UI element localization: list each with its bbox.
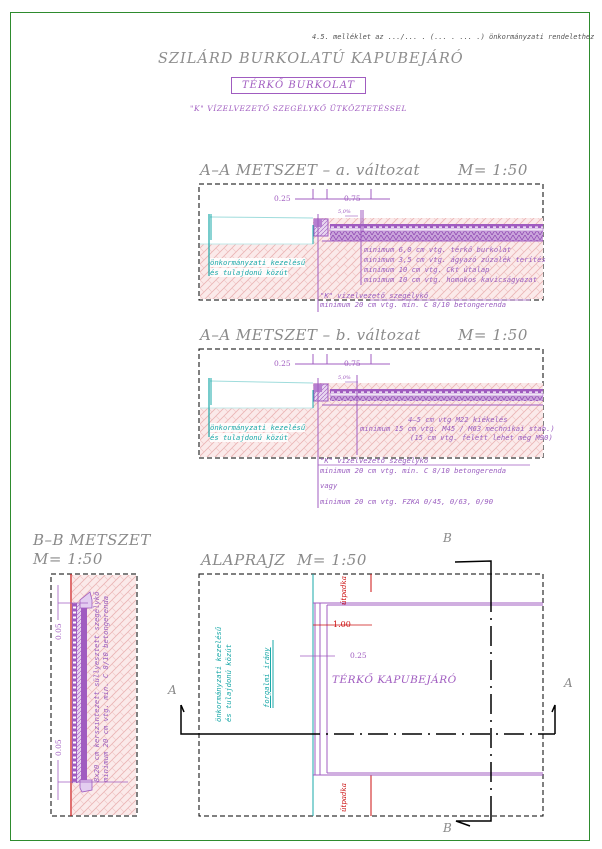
section-b-layer: (15 cm vtg. felett lehet még M90)	[410, 433, 553, 442]
plan-traffic-direction: forgalmi irány	[262, 647, 271, 708]
plan-sidewalk-top: útpadka	[340, 576, 348, 605]
section-b-road-label-1: önkormányzati kezelésű	[210, 423, 306, 432]
plan-cut-a-left: A	[168, 683, 177, 697]
section-bb-drawing	[50, 573, 138, 817]
subtitle: "K" VÍZELVEZETŐ SZEGÉLYKŐ ÜTKÖZTETÉSSEL	[190, 104, 408, 113]
section-b-layer: minimum 15 cm vtg. M45 / M63 mechnikai s…	[360, 424, 555, 433]
boxed-subtitle: TÉRKŐ BURKOLAT	[231, 77, 367, 94]
section-a-title: A–A METSZET – a. változat	[200, 161, 421, 179]
section-b-dim-right: 0.75	[344, 359, 361, 368]
annex-note: 4.5. melléklet az .../... . (... . ... .…	[312, 33, 595, 41]
plan-road-label-2: és tulajdonú közút	[224, 644, 233, 722]
section-b-slope: 5,0%	[338, 375, 351, 381]
section-a-paver-layer	[330, 224, 543, 228]
section-b-dim-left: 0.25	[274, 359, 291, 368]
section-a-road-label-2: és tulajdonú közút	[210, 268, 288, 277]
section-b-alt-base: minimum 20 cm vtg. FZKA 0/45, 0/63, 0/90	[320, 497, 494, 506]
section-bb-dim-bottom: 0.05	[54, 739, 63, 756]
section-a-layer: minimum 10 cm vtg. Ckt útalap	[364, 265, 490, 274]
section-b-road-label-2: és tulajdonú közút	[210, 433, 288, 442]
plan-sidewalk-bottom: útpadka	[340, 783, 348, 812]
plan-cut-b-top: B	[443, 531, 452, 545]
plan-cut-a-right: A	[564, 676, 573, 690]
section-a-scale: M= 1:50	[458, 161, 528, 179]
plan-drawing	[180, 560, 556, 827]
section-a-slope: 5,0%	[338, 209, 351, 215]
section-a-dim-right: 0.75	[344, 194, 361, 203]
plan-cut-b-bottom: B	[443, 821, 452, 835]
section-bb-note-1: 8x20 cm kerszintezett süllyesztett szegé…	[92, 591, 101, 782]
section-a-dim-left: 0.25	[274, 194, 291, 203]
drawing-frame	[10, 12, 590, 841]
section-bb-title: B–B METSZET	[33, 531, 151, 549]
section-a-curb-label: "K" vízelvezető szegélykő	[320, 291, 429, 300]
section-b-border	[198, 348, 544, 459]
section-b-title: A–A METSZET – b. változat	[200, 326, 421, 344]
section-a-road-surface	[209, 216, 314, 219]
section-a-layer: minimum 3,5 cm vtg. ágyazó zúzalék terít…	[364, 255, 546, 264]
plan-dim-purple: 0.25	[350, 651, 367, 660]
section-a-layer: minimum 10 cm vtg. homokos kavicságyazat	[364, 275, 538, 284]
plan-title: ALAPRAJZ	[201, 551, 286, 569]
section-a-road-label-1: önkormányzati kezelésű	[210, 258, 306, 267]
section-a-drawing	[198, 183, 544, 312]
section-b-curb-base: minimum 20 cm vtg. min. C 8/10 betongere…	[320, 466, 507, 475]
section-bb-scale: M= 1:50	[33, 550, 103, 568]
section-b-scale: M= 1:50	[458, 326, 528, 344]
plan-area-label: TÉRKŐ KAPUBEJÁRÓ	[332, 674, 457, 686]
section-bb-note-2: minimum 20 cm vtg. min. C 8/10 betongere…	[101, 595, 110, 782]
plan-scale: M= 1:50	[297, 551, 367, 569]
section-a-curb-base: minimum 20 cm vtg. min. C 8/10 betongere…	[320, 300, 507, 309]
section-b-curb-label: "K" vízelvezető szegélykő	[320, 456, 429, 465]
section-bb-border	[50, 573, 138, 817]
section-bb-dim-top: 0.05	[54, 623, 63, 640]
plan-road-label-1: önkormányzati kezelésű	[214, 626, 223, 722]
section-b-or: vagy	[320, 481, 338, 490]
plan-dim-red: 1.00	[333, 620, 351, 629]
section-b-layer: 4–5 cm vtg M22 kiékelés	[408, 415, 508, 424]
drawing-title: SZILÁRD BURKOLATÚ KAPUBEJÁRÓ	[158, 51, 464, 67]
section-a-layer: minimum 6,0 cm vtg. térkő burkolat	[364, 245, 512, 254]
